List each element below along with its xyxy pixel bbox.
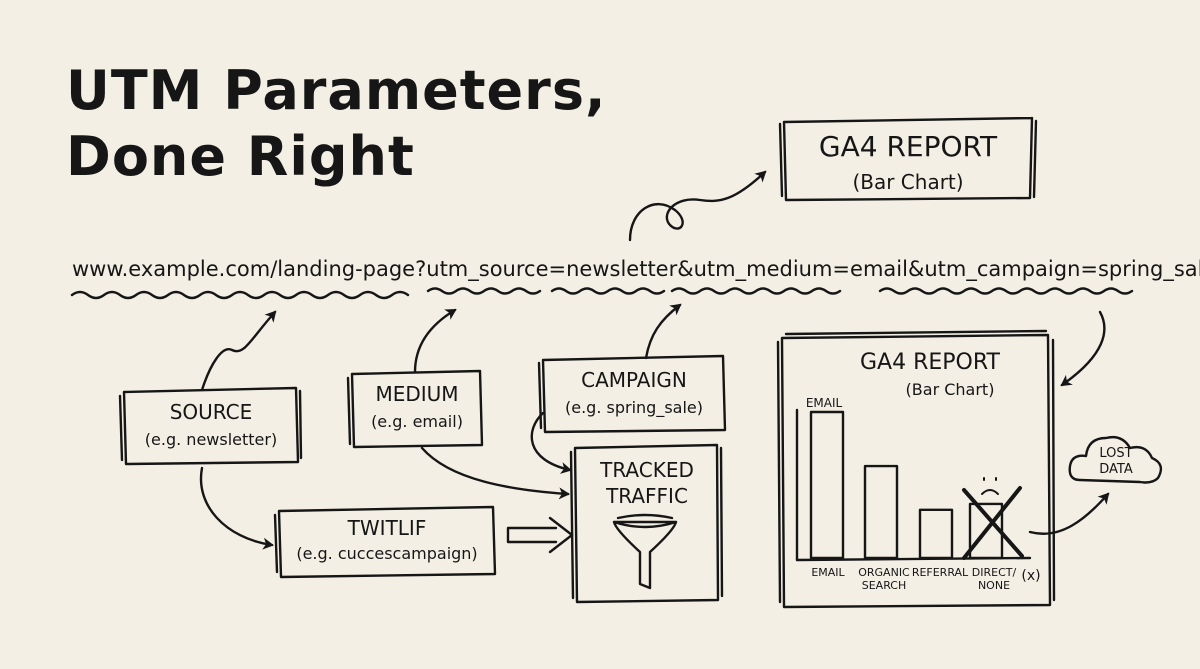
report-panel-subtitle: (Bar Chart) bbox=[905, 380, 995, 399]
twitlif-double-arrow bbox=[506, 516, 574, 554]
campaign-example: (e.g. spring_sale) bbox=[565, 398, 703, 417]
axis-label-referral: REFERRAL bbox=[910, 566, 970, 579]
twitlif-box bbox=[273, 505, 497, 579]
campaign-arrow-to-traffic bbox=[530, 411, 572, 474]
campaign-to-report-arrow bbox=[1060, 310, 1106, 387]
url-medium-param: utm_medium=email bbox=[693, 257, 908, 281]
axis-label-organic-line1: ORGANIC bbox=[858, 566, 910, 579]
source-arrow-up bbox=[200, 310, 277, 392]
source-example: (e.g. newsletter) bbox=[144, 430, 278, 449]
bar-referral bbox=[918, 508, 954, 560]
loop-arrow bbox=[628, 170, 767, 242]
underline-value bbox=[550, 287, 666, 295]
report-panel-box bbox=[776, 329, 1056, 609]
twitlif-example: (e.g. cuccescampaign) bbox=[296, 544, 478, 563]
axis-label-referral-line1: REFERRAL bbox=[911, 566, 969, 579]
axis-label-organic-line2: SEARCH bbox=[861, 579, 907, 592]
underline-source bbox=[426, 287, 542, 295]
cloud-icon bbox=[1068, 435, 1163, 484]
medium-label: MEDIUM bbox=[375, 382, 459, 406]
top-report-subtitle: (Bar Chart) bbox=[852, 170, 964, 194]
axis-label-email: EMAIL bbox=[800, 566, 856, 579]
axis-label-direct-line1: DIRECT/ bbox=[971, 566, 1017, 579]
underline-base bbox=[70, 290, 410, 300]
axis-label-direct: DIRECT/ NONE bbox=[966, 566, 1022, 592]
url-amp-2: & bbox=[907, 257, 925, 281]
campaign-arrow-up bbox=[644, 303, 682, 360]
url-campaign-param: utm_campaign=spring_sale bbox=[924, 257, 1200, 281]
source-box bbox=[118, 386, 303, 466]
page-title: UTM Parameters, Done Right bbox=[66, 58, 606, 190]
tracked-line-1: TRACKED bbox=[600, 458, 694, 482]
report-panel-title: GA4 REPORT bbox=[860, 350, 1000, 375]
lost-data-line-2: DATA bbox=[1099, 462, 1133, 477]
bar-organic-search bbox=[863, 464, 899, 560]
axis-label-direct-line2: NONE bbox=[977, 579, 1011, 592]
medium-box bbox=[346, 369, 484, 449]
url-source-value: newsletter bbox=[566, 257, 678, 281]
x-mark-label: (x) bbox=[1021, 568, 1041, 584]
tracked-line-2: TRAFFIC bbox=[606, 484, 688, 508]
url-line: www.example.com/landing-page?utm_source=… bbox=[72, 257, 1200, 281]
medium-example: (e.g. email) bbox=[371, 412, 463, 431]
bar-top-label: EMAIL bbox=[805, 396, 843, 410]
source-arrow-down bbox=[199, 466, 274, 550]
lost-data-line-1: LOST bbox=[1099, 446, 1133, 461]
axis-label-organic: ORGANIC SEARCH bbox=[854, 566, 914, 592]
url-amp-1: & bbox=[677, 257, 694, 281]
url-source-param: utm_source= bbox=[426, 257, 567, 281]
cross-out-icon bbox=[962, 486, 1024, 560]
medium-arrow-to-traffic bbox=[420, 446, 570, 500]
twitlif-label: TWITLIF bbox=[347, 516, 427, 540]
url-base: www.example.com/landing-page? bbox=[72, 257, 427, 281]
funnel-icon bbox=[612, 513, 678, 590]
tracked-box bbox=[569, 443, 724, 604]
medium-arrow-up bbox=[413, 308, 457, 374]
axis-label-email-line1: EMAIL bbox=[811, 566, 845, 579]
lost-data-arrow bbox=[1028, 492, 1110, 535]
underline-campaign bbox=[878, 287, 1134, 295]
top-report-box bbox=[778, 116, 1038, 202]
bar-email bbox=[809, 410, 845, 560]
underline-medium bbox=[670, 287, 842, 295]
title-line-2: Done Right bbox=[66, 125, 415, 188]
campaign-label: CAMPAIGN bbox=[581, 368, 687, 392]
source-label: SOURCE bbox=[169, 400, 253, 424]
title-line-1: UTM Parameters, bbox=[66, 59, 607, 122]
sad-face-icon bbox=[981, 477, 999, 495]
top-report-title: GA4 REPORT bbox=[818, 130, 998, 163]
